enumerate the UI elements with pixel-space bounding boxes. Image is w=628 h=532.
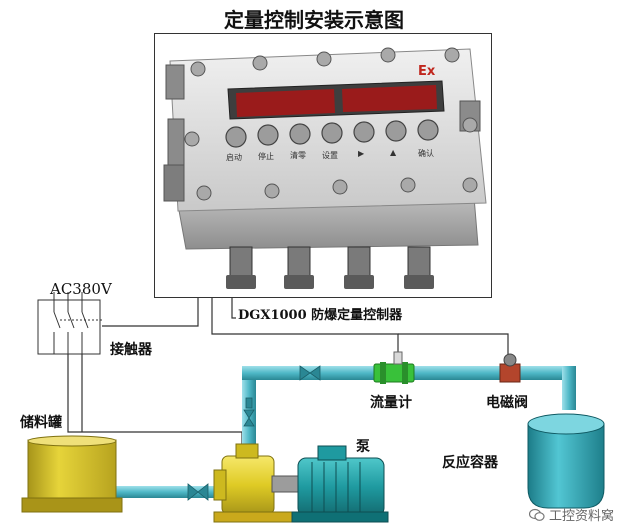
controller-label: DGX1000 防爆定量控制器 — [238, 308, 403, 323]
panel-button-legends: 启动 停止 清零 设置 ▶ ▲ 确认 — [226, 148, 446, 164]
flowmeter-label: 流量计 — [370, 395, 412, 411]
hand-valve — [187, 483, 209, 501]
pump-label: 泵 — [356, 439, 370, 455]
controller-panel-illustration — [156, 35, 490, 296]
hand-valve — [243, 397, 255, 427]
valve-label: 电磁阀 — [486, 395, 528, 411]
button-label: 启动 — [226, 153, 242, 162]
motor — [291, 445, 389, 523]
reactor-vessel — [527, 413, 605, 509]
solenoid-valve — [499, 353, 521, 383]
button-label: 设置 — [322, 151, 338, 160]
button-label: ▶ — [358, 149, 365, 158]
button-label: ▲ — [390, 148, 397, 157]
watermark: 工控资料窝 — [528, 505, 614, 524]
contactor-label: 接触器 — [110, 342, 152, 358]
flowmeter — [373, 351, 415, 384]
button-label: 确认 — [418, 149, 434, 158]
ex-mark: Ex — [418, 64, 436, 79]
wechat-icon — [528, 508, 545, 522]
watermark-text: 工控资料窝 — [548, 509, 614, 524]
diagram-title: 定量控制安装示意图 — [224, 8, 404, 32]
button-label: 清零 — [290, 151, 306, 160]
inlet-pipe — [112, 486, 230, 498]
tank-label: 储料罐 — [20, 415, 62, 431]
ac380v-label: AC380V — [50, 280, 112, 298]
pump-body — [213, 443, 305, 523]
reactor-label: 反应容器 — [442, 455, 498, 471]
button-label: 停止 — [258, 152, 274, 161]
hand-valve — [299, 365, 321, 381]
storage-tank — [21, 435, 123, 513]
contactor-switch — [37, 292, 102, 355]
